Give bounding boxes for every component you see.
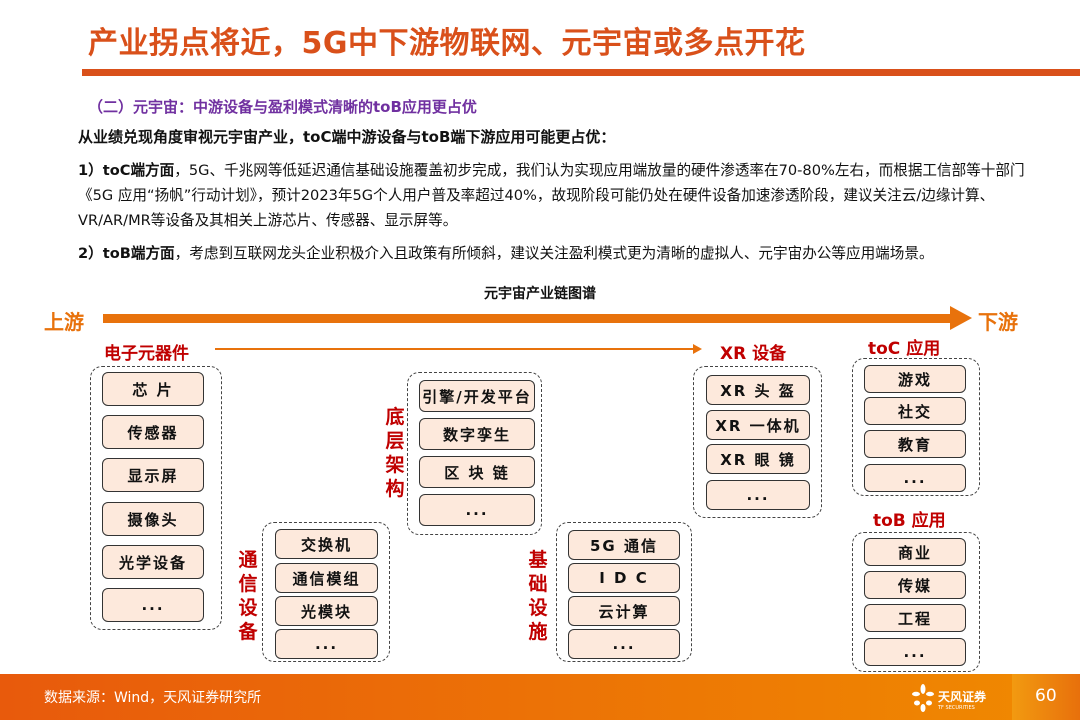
toc-apps-label: toC 应用 xyxy=(868,339,941,359)
tob-apps-item: ... xyxy=(864,638,966,666)
title-divider xyxy=(82,69,1080,76)
infrastructure-item: 云计算 xyxy=(568,596,680,626)
comm-equipment-item: ... xyxy=(275,629,378,659)
diagram-title: 元宇宙产业链图谱 xyxy=(484,286,596,302)
footer-page-block xyxy=(1012,674,1080,720)
infrastructure-item: ... xyxy=(568,629,680,659)
infrastructure-group xyxy=(556,522,692,662)
xr-devices-item: XR 头 盔 xyxy=(706,375,810,405)
xr-devices-item: XR 眼 镜 xyxy=(706,444,810,474)
xr-devices-item: XR 一体机 xyxy=(706,410,810,440)
tob-apps-group xyxy=(852,532,980,672)
tob-apps-label: toB 应用 xyxy=(873,511,946,531)
downstream-label: 下游 xyxy=(978,310,1018,334)
xr-devices-item: ... xyxy=(706,480,810,510)
logo-text: 天风证券 xyxy=(938,689,987,704)
electronic-components-label: 电子元器件 xyxy=(104,344,189,364)
infrastructure-item: 5G 通信 xyxy=(568,530,680,560)
para-lead: 1）toC端方面 xyxy=(78,162,175,179)
electronic-components-group xyxy=(90,366,222,630)
comm-equipment-label: 通信设备 xyxy=(238,549,258,643)
page-title: 产业拐点将近，5G中下游物联网、元宇宙或多点开花 xyxy=(88,26,806,61)
electronic-components-item: 传感器 xyxy=(102,415,204,449)
arrow-head-icon xyxy=(693,344,702,354)
upstream-label: 上游 xyxy=(44,310,84,334)
base-architecture-item: 数字孪生 xyxy=(419,418,535,450)
comm-equipment-item: 光模块 xyxy=(275,596,378,626)
flow-arrow xyxy=(103,314,953,323)
logo-subtext: TF SECURITIES xyxy=(938,704,975,711)
electronic-components-item: 芯 片 xyxy=(102,372,204,406)
comm-equipment-item: 交换机 xyxy=(275,529,378,559)
component-flow-arrow xyxy=(215,348,695,350)
tob-apps-item: 传媒 xyxy=(864,571,966,599)
electronic-components-item: 显示屏 xyxy=(102,458,204,492)
paragraph-toc: 1）toC端方面，5G、千兆网等低延迟通信基础设施覆盖初步完成，我们认为实现应用… xyxy=(78,158,1038,233)
base-architecture-label: 底层架构 xyxy=(385,406,405,500)
electronic-components-item: ... xyxy=(102,588,204,622)
para-text: ，考虑到互联网龙头企业积极介入且政策有所倾斜，建议关注盈利模式更为清晰的虚拟人、… xyxy=(174,245,934,262)
xr-devices-group xyxy=(693,366,822,518)
flow-arrow-head-icon xyxy=(950,306,972,330)
para-lead: 2）toB端方面 xyxy=(78,245,175,262)
comm-equipment-item: 通信模组 xyxy=(275,563,378,593)
toc-apps-item: 游戏 xyxy=(864,365,966,393)
logo-flower-icon xyxy=(912,684,934,712)
intro-text: 从业绩兑现角度审视元宇宙产业，toC端中游设备与toB端下游应用可能更占优： xyxy=(78,128,616,146)
toc-apps-group xyxy=(852,358,980,496)
base-architecture-item: 引擎/开发平台 xyxy=(419,380,535,412)
section-subheading: （二）元宇宙：中游设备与盈利模式清晰的toB应用更占优 xyxy=(88,98,477,116)
footer-bar xyxy=(0,674,1080,720)
infrastructure-label: 基础设施 xyxy=(528,549,548,643)
tob-apps-item: 工程 xyxy=(864,604,966,632)
paragraph-tob: 2）toB端方面，考虑到互联网龙头企业积极介入且政策有所倾斜，建议关注盈利模式更… xyxy=(78,241,1038,266)
electronic-components-item: 光学设备 xyxy=(102,545,204,579)
comm-equipment-group xyxy=(262,522,390,662)
toc-apps-item: ... xyxy=(864,464,966,492)
xr-devices-label: XR 设备 xyxy=(720,344,787,364)
data-source: 数据来源：Wind，天风证券研究所 xyxy=(44,690,262,706)
base-architecture-group xyxy=(407,372,542,535)
toc-apps-item: 社交 xyxy=(864,397,966,425)
base-architecture-item: ... xyxy=(419,494,535,526)
electronic-components-item: 摄像头 xyxy=(102,502,204,536)
page-number: 60 xyxy=(1035,686,1057,706)
base-architecture-item: 区 块 链 xyxy=(419,456,535,488)
toc-apps-item: 教育 xyxy=(864,430,966,458)
infrastructure-item: I D C xyxy=(568,563,680,593)
para-text: ，5G、千兆网等低延迟通信基础设施覆盖初步完成，我们认为实现应用端放量的硬件渗透… xyxy=(78,162,1025,229)
tob-apps-item: 商业 xyxy=(864,538,966,566)
